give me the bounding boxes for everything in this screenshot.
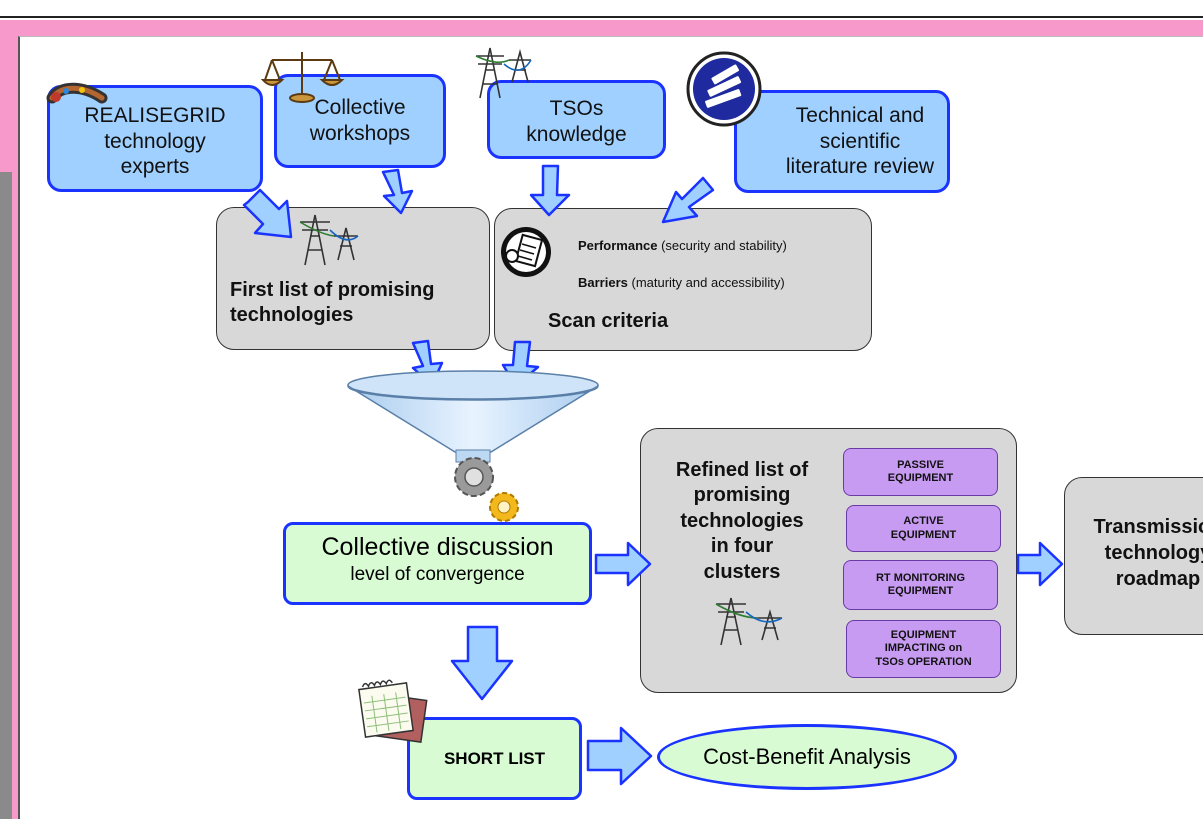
performance-label: Performance — [578, 238, 658, 253]
refined-line5: clusters — [703, 560, 781, 583]
cluster-active-line2: EQUIPMENT — [890, 528, 957, 541]
refined-line3: technologies — [680, 509, 804, 532]
pylon-icon-first-list — [299, 214, 359, 266]
pylon-icon-tsos — [475, 47, 532, 99]
tsos-knowledge-box: TSOs knowledge — [487, 80, 666, 159]
arrow-literature-to-scan — [661, 176, 715, 224]
collective-workshops-label: Collective workshops — [309, 96, 411, 145]
books-icon — [686, 51, 762, 127]
roadmap-line1: Transmission — [1093, 516, 1203, 538]
barriers-label: Barriers — [578, 275, 628, 290]
cluster-tsos-line3: TSOs OPERATION — [875, 655, 972, 668]
grey-left-strip — [0, 172, 12, 819]
scan-criteria-box — [494, 208, 872, 351]
barriers-detail: (maturity and accessibility) — [627, 275, 785, 290]
arrow-realisegrid-to-first-list — [242, 188, 293, 239]
pylon-icon-refined — [715, 597, 783, 646]
collective-discussion-title: Collective discussion — [321, 533, 554, 561]
literature-review-label: Technical and scientific literature revi… — [785, 104, 935, 179]
refined-line4: in four — [710, 535, 774, 558]
cable-icon — [46, 82, 108, 104]
refined-list-title: Refined list of promising technologies i… — [652, 458, 832, 585]
arrow-workshops-to-first-list — [381, 168, 414, 215]
roadmap-line2: technology — [1104, 542, 1203, 564]
document-icon — [501, 227, 551, 277]
arrow-short-list-to-cost-benefit — [586, 726, 653, 786]
roadmap-box: Transmission technology roadmap — [1064, 477, 1203, 635]
cost-benefit-ellipse: Cost-Benefit Analysis — [657, 724, 957, 790]
gears-icon — [454, 457, 519, 522]
realisegrid-experts-label: REALISEGRID technology experts — [84, 104, 226, 179]
cluster-rt-line1: RT MONITORING — [875, 571, 965, 584]
arrow-discussion-to-refined — [594, 541, 652, 587]
tsos-knowledge-label: TSOs knowledge — [526, 96, 627, 146]
cluster-passive-line1: PASSIVE — [897, 458, 944, 471]
cost-benefit-label: Cost-Benefit Analysis — [703, 744, 911, 769]
literature-review-box: Technical and scientific literature revi… — [734, 90, 950, 193]
refined-line1: Refined list of — [675, 459, 809, 481]
performance-criterion: Performance (security and stability) — [578, 238, 787, 253]
arrow-tsos-to-scan — [529, 164, 571, 217]
roadmap-line3: roadmap — [1115, 568, 1201, 590]
cluster-tsos-line1: EQUIPMENT — [890, 629, 957, 642]
first-list-title-line2: technologies — [230, 304, 354, 326]
scales-icon — [260, 52, 345, 103]
first-list-title-line1: First list of promising — [230, 279, 435, 301]
cluster-passive-line2: EQUIPMENT — [887, 472, 954, 484]
cluster-tsos-line2: IMPACTING on — [884, 642, 963, 655]
refined-line2: promising — [693, 484, 791, 507]
arrow-refined-to-roadmap — [1016, 541, 1064, 587]
cluster-active-line1: ACTIVE — [903, 515, 944, 528]
top-bar — [0, 0, 1203, 18]
arrow-discussion-to-short-list — [450, 625, 514, 701]
first-list-title: First list of promising technologies — [230, 278, 490, 328]
scan-criteria-title: Scan criteria — [548, 310, 669, 332]
collective-discussion-box: Collective discussion level of convergen… — [283, 522, 592, 605]
cluster-rt-line2: EQUIPMENT — [887, 585, 954, 597]
realisegrid-experts-box: REALISEGRID technology experts — [47, 85, 263, 192]
short-list-box: SHORT LIST — [407, 717, 582, 800]
performance-detail: (security and stability) — [657, 238, 787, 253]
calendar-icon — [358, 679, 428, 743]
barriers-criterion: Barriers (maturity and accessibility) — [578, 275, 785, 290]
collective-discussion-subtitle: level of convergence — [350, 564, 525, 585]
short-list-label: SHORT LIST — [443, 748, 546, 768]
funnel-icon — [347, 370, 599, 463]
